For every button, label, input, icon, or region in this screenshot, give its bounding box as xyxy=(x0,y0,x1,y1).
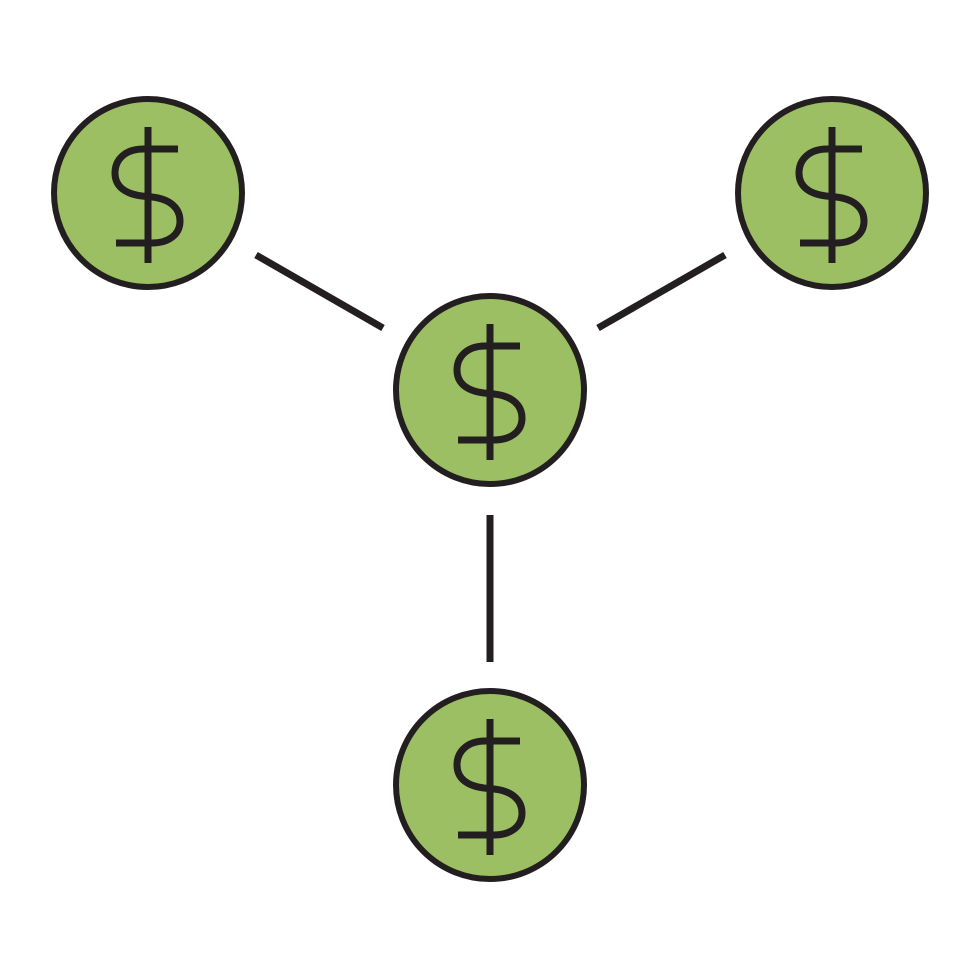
connector-lines xyxy=(254,251,727,662)
coin-nodes xyxy=(51,96,929,882)
connector-line-top-left xyxy=(254,251,385,332)
dollar-sign-icon xyxy=(453,324,526,460)
coin-node-bottom xyxy=(393,688,587,882)
dollar-sign-icon xyxy=(453,719,526,855)
coin-node-top-right xyxy=(735,96,929,290)
dollar-s-curve xyxy=(453,342,526,444)
dollar-sign-icon xyxy=(795,127,868,263)
coin-node-top-left xyxy=(51,96,245,290)
dollar-sign-icon xyxy=(111,127,184,263)
dollar-s-curve xyxy=(453,737,526,839)
dollar-s-curve xyxy=(111,145,184,247)
connector-line-top-right xyxy=(596,251,727,332)
dollar-s-curve xyxy=(795,145,868,247)
coin-node-center xyxy=(393,293,587,487)
